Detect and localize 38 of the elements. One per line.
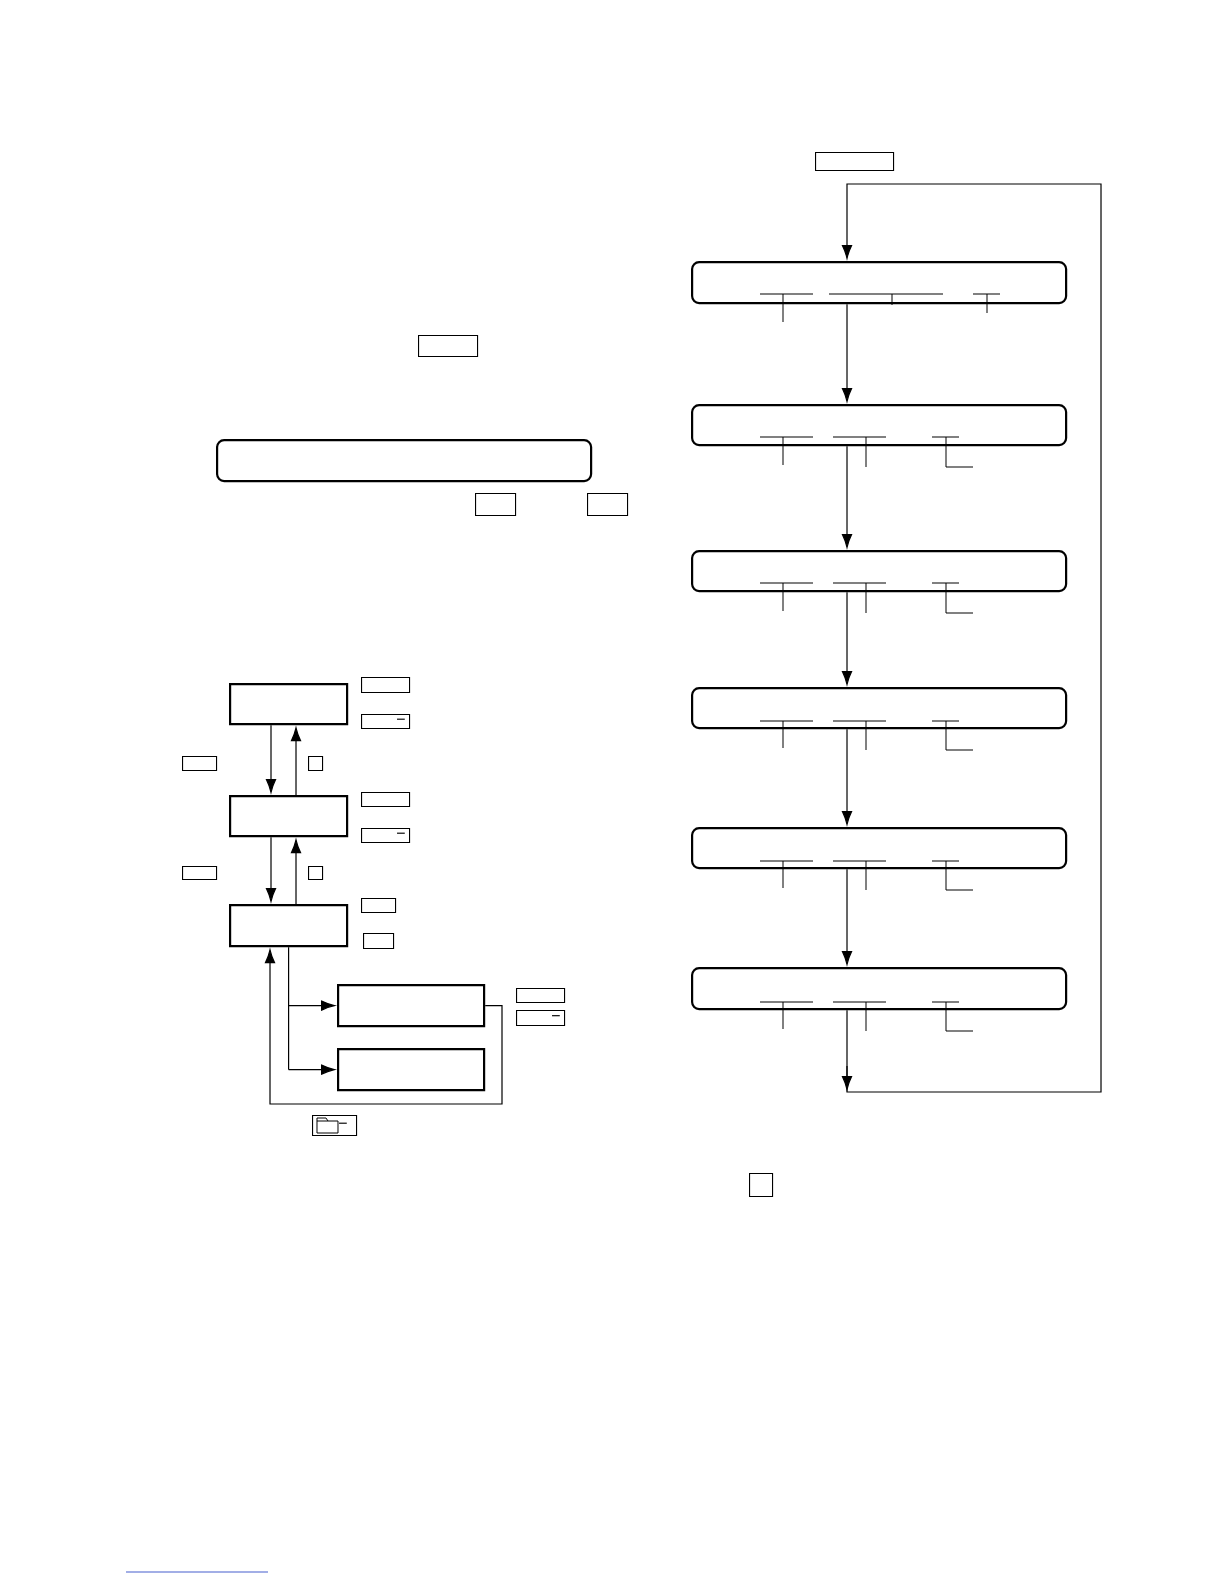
arrow — [265, 836, 277, 902]
arrow — [290, 839, 302, 905]
key-symbol — [749, 1173, 774, 1198]
arrow — [841, 445, 853, 548]
process-box — [229, 904, 349, 948]
key-symbol — [182, 866, 218, 881]
key-symbol — [308, 866, 324, 881]
arrow — [841, 591, 853, 685]
arrow — [841, 728, 853, 825]
key-symbol — [361, 792, 411, 808]
key-symbol — [475, 493, 517, 517]
key-symbol — [361, 677, 411, 694]
arrow — [841, 303, 853, 402]
loop-arrow — [264, 949, 503, 1105]
key-symbol — [308, 756, 324, 772]
display-panel — [691, 404, 1068, 447]
display-panel — [691, 967, 1068, 1011]
display-panel — [691, 827, 1068, 870]
display-panel — [691, 550, 1068, 593]
process-box — [229, 683, 349, 726]
key-symbol — [587, 493, 629, 517]
loop-arrow — [841, 183, 1102, 1093]
key-symbol — [182, 756, 218, 772]
process-box — [337, 984, 486, 1028]
arrow — [841, 868, 853, 965]
key-symbol — [516, 988, 566, 1004]
process-box — [229, 795, 349, 838]
key-symbol — [363, 933, 395, 950]
key-symbol — [815, 152, 895, 172]
arrow — [265, 724, 277, 793]
key-symbol — [418, 335, 479, 358]
display-panel — [216, 439, 593, 483]
process-box — [337, 1048, 486, 1092]
key-symbol — [361, 898, 397, 914]
arrow — [290, 727, 302, 796]
arrow — [288, 946, 335, 1075]
display-panel — [691, 687, 1068, 730]
display-panel — [691, 261, 1068, 305]
